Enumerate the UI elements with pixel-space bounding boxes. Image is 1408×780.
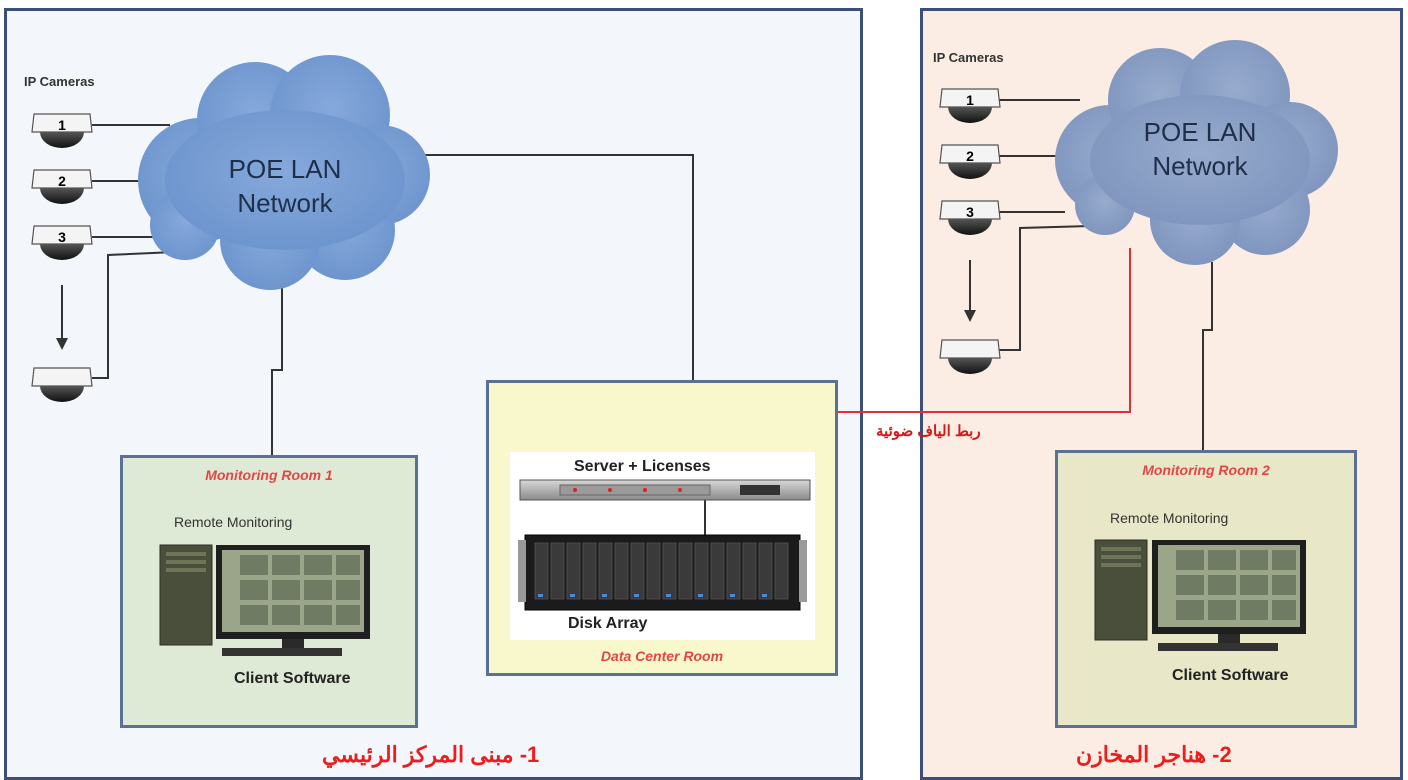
camera-icon-b2-4: [939, 339, 1001, 375]
client-software-label-1: Client Software: [234, 670, 351, 687]
workstation-icon-2: [1094, 539, 1306, 651]
camera-number-b2-1: 1: [966, 92, 974, 108]
server-licenses-label: Server + Licenses: [574, 458, 711, 475]
ip-cameras-label-2: IP Cameras: [933, 50, 1004, 65]
cloud-building2: [1055, 40, 1338, 265]
camera-number-b2-3: 3: [966, 204, 974, 220]
workstation-icon-1: [159, 544, 370, 656]
cloud-label-2: POE LAN Network: [1105, 115, 1295, 183]
cloud-line-2: Network: [1152, 151, 1248, 181]
building-title-2: 2- هناجر المخازن: [1076, 742, 1232, 767]
camera-number-b2-2: 2: [966, 148, 974, 164]
server-icon: [519, 479, 811, 501]
remote-monitoring-label-2: Remote Monitoring: [1110, 510, 1229, 526]
building2-wires: [997, 99, 1213, 450]
fiber-link-line: [838, 248, 1131, 413]
disk-array-icon: [518, 534, 807, 611]
camera-number-b1-2: 2: [58, 173, 66, 189]
ip-cameras-label-1: IP Cameras: [24, 74, 95, 89]
cloud-line-2: Network: [237, 188, 333, 218]
camera-number-b1-1: 1: [58, 117, 66, 133]
building-title-1: 1- مبنى المركز الرئيسي: [322, 742, 540, 767]
cloud-building1: [138, 55, 430, 290]
building1-wires: [92, 124, 706, 535]
fiber-link-label: ربط الياف ضوئية: [876, 423, 981, 440]
cloud-label-1: POE LAN Network: [190, 152, 380, 220]
client-software-label-2: Client Software: [1172, 667, 1289, 684]
cloud-line-1: POE LAN: [228, 154, 342, 184]
cloud-line-1: POE LAN: [1143, 117, 1257, 147]
room-title-2: Monitoring Room 2: [1142, 462, 1270, 478]
camera-number-b1-3: 3: [58, 229, 66, 245]
remote-monitoring-label-1: Remote Monitoring: [174, 514, 293, 530]
disk-array-label: Disk Array: [568, 615, 648, 632]
data-center-room-title: Data Center Room: [600, 648, 724, 664]
camera-icon-b1-4: [31, 367, 93, 403]
room-title-1: Monitoring Room 1: [205, 467, 333, 483]
